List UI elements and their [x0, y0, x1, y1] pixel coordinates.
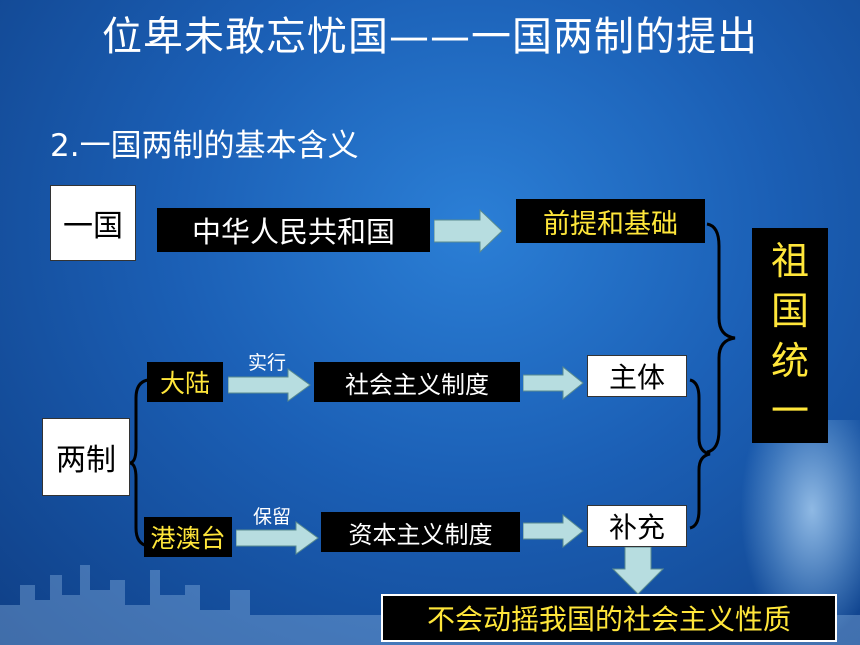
- supplement-box: 补充: [587, 505, 687, 547]
- socialism-box: 社会主义制度: [314, 362, 520, 402]
- two-systems-box: 两制: [42, 418, 130, 496]
- arrow-prc-to-basis: [434, 208, 503, 254]
- main-body-box: 主体: [587, 355, 687, 397]
- unification-char-1: 祖: [770, 238, 809, 283]
- arrow-down-to-conclusion: [612, 547, 664, 595]
- hk-macau-taiwan-box: 港澳台: [144, 517, 232, 557]
- right-brace-inner: [689, 378, 711, 530]
- section-subtitle: 2.一国两制的基本含义: [50, 128, 359, 164]
- capitalism-box: 资本主义制度: [321, 512, 520, 552]
- unification-char-3: 统: [770, 338, 809, 383]
- arrow-mainland-to-socialism: [228, 368, 311, 402]
- one-country-box: 一国: [50, 185, 136, 261]
- unification-char-2: 国: [770, 288, 809, 333]
- arrow-socialism-to-main: [523, 366, 584, 400]
- left-brace: [130, 378, 149, 548]
- implement-label: 实行: [248, 352, 287, 374]
- right-brace-outer: [706, 222, 736, 454]
- prc-box: 中华人民共和国: [157, 208, 430, 252]
- arrow-hk-to-capitalism: [236, 521, 319, 555]
- unification-char-4: 一: [770, 388, 809, 433]
- mainland-box: 大陆: [147, 362, 223, 402]
- page-title: 位卑未敢忘忧国——一国两制的提出: [102, 14, 758, 60]
- unification-box: 祖 国 统 一: [752, 228, 828, 443]
- arrow-capitalism-to-supplement: [523, 514, 584, 548]
- conclusion-box: 不会动摇我国的社会主义性质: [381, 594, 837, 642]
- retain-label: 保留: [253, 506, 292, 528]
- basis-box: 前提和基础: [516, 199, 705, 243]
